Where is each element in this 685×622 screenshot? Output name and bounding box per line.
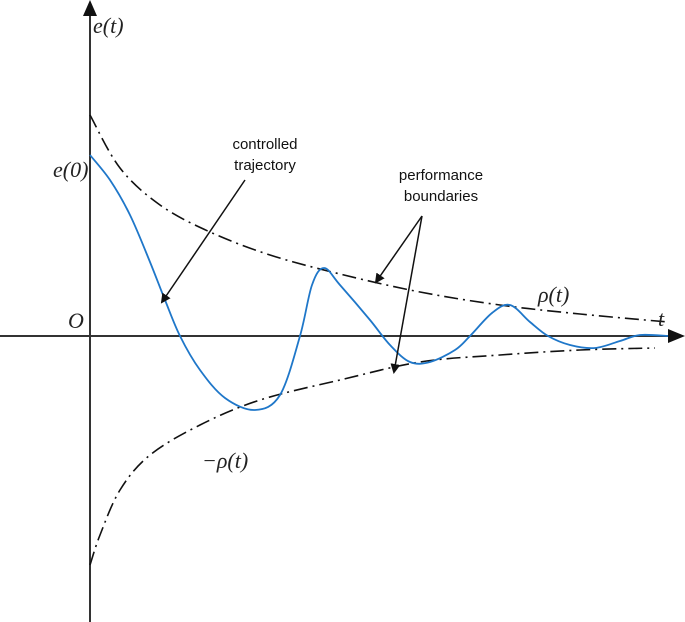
annotation-boundaries-line2: boundaries xyxy=(404,188,478,205)
annotation-arrow-icon xyxy=(374,215,423,284)
x-axis-label: t xyxy=(658,306,665,331)
e0-tick-label: e(0) xyxy=(53,157,88,182)
annotation-arrow-icon xyxy=(160,179,246,304)
annotation-controlled-line1: controlled xyxy=(232,136,297,153)
neg-rho-label: −ρ(t) xyxy=(202,448,248,473)
y-axis-arrow-icon xyxy=(83,0,97,16)
origin-label: O xyxy=(68,308,84,333)
annotation-arrow-icon xyxy=(390,215,423,374)
annotation-boundaries-line1: performance xyxy=(399,167,483,184)
upper-performance-boundary xyxy=(89,114,669,323)
controlled-trajectory-curve xyxy=(89,154,669,411)
annotation-controlled-line2: trajectory xyxy=(234,157,296,174)
rho-label: ρ(t) xyxy=(537,282,569,307)
annotation-arrows xyxy=(160,179,423,374)
y-axis-label: e(t) xyxy=(93,13,124,38)
x-axis-arrow-icon xyxy=(668,329,685,343)
lower-performance-boundary xyxy=(89,347,656,566)
